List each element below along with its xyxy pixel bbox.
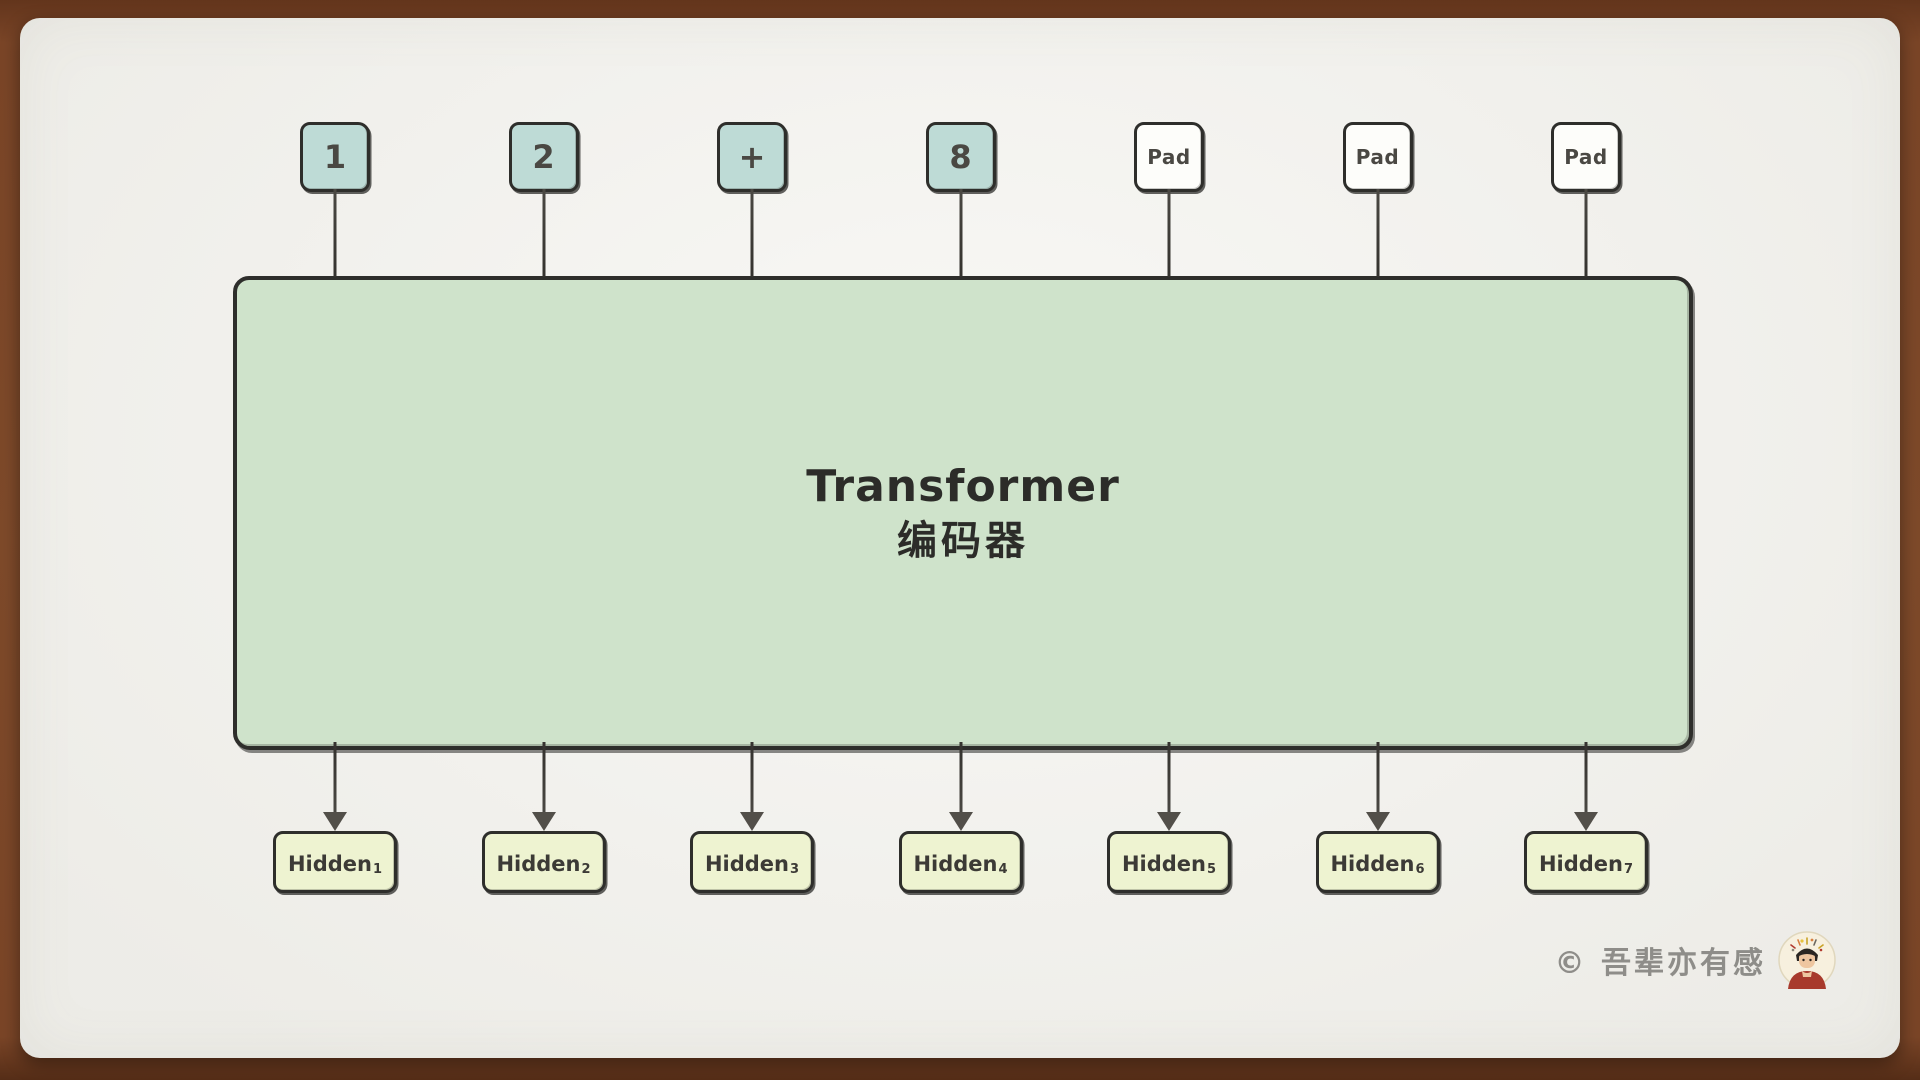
input-connector-line-4 (959, 189, 962, 277)
input-connector-line-3 (750, 189, 754, 277)
hidden-label: Hidden (1330, 852, 1415, 876)
hidden-label: Hidden (496, 852, 581, 876)
hidden-label: Hidden (1538, 852, 1623, 876)
input-connector-line-6 (1376, 189, 1379, 277)
hidden-label: Hidden (1121, 852, 1206, 876)
output-arrow-line-2 (542, 742, 545, 814)
output-arrow-line-1 (333, 742, 337, 814)
input-token-2: 2 (508, 122, 579, 192)
input-token-pad-6: Pad (1342, 122, 1413, 192)
hidden-label: Hidden (287, 852, 372, 876)
watermark: © 吾辈亦有感 (1555, 931, 1836, 989)
output-arrow-line-4 (959, 742, 962, 814)
hidden-subscript: 4 (998, 862, 1008, 877)
output-arrowhead-icon-6 (1365, 812, 1390, 831)
encoder-title-en: Transformer (806, 460, 1120, 512)
encoder-box: Transformer 编码器 (233, 276, 1693, 750)
encoder-title-zh: 编码器 (897, 518, 1029, 565)
output-arrow-line-7 (1584, 742, 1588, 814)
output-arrow-line-5 (1167, 742, 1171, 814)
input-token-pad-5: Pad (1134, 122, 1204, 192)
output-arrow-line-6 (1376, 742, 1379, 814)
output-arrowhead-icon-4 (948, 812, 973, 831)
output-arrowhead-icon-3 (740, 812, 764, 831)
watermark-text: © 吾辈亦有感 (1554, 946, 1766, 981)
hidden-subscript: 7 (1623, 862, 1634, 877)
input-connector-line-7 (1584, 189, 1588, 277)
output-arrowhead-icon-7 (1574, 812, 1598, 831)
input-token-1: 1 (300, 122, 370, 192)
output-arrowhead-icon-2 (531, 812, 556, 831)
hidden-subscript: 1 (372, 862, 383, 877)
input-token-pad-7: Pad (1551, 122, 1621, 192)
input-connector-line-5 (1167, 189, 1171, 277)
input-connector-line-1 (333, 189, 337, 277)
author-avatar-icon (1778, 931, 1836, 989)
hidden-label: Hidden (704, 852, 789, 876)
hidden-label: Hidden (913, 852, 998, 876)
hidden-subscript: 6 (1415, 862, 1425, 877)
hidden-subscript: 2 (581, 862, 591, 877)
input-connector-line-2 (542, 189, 545, 277)
output-arrowhead-icon-5 (1157, 812, 1181, 831)
output-arrowhead-icon-1 (323, 812, 347, 831)
input-token-+: + (717, 122, 787, 192)
hidden-subscript: 5 (1206, 862, 1217, 877)
input-token-8: 8 (925, 122, 996, 192)
output-arrow-line-3 (750, 742, 754, 814)
hidden-subscript: 3 (789, 862, 800, 877)
